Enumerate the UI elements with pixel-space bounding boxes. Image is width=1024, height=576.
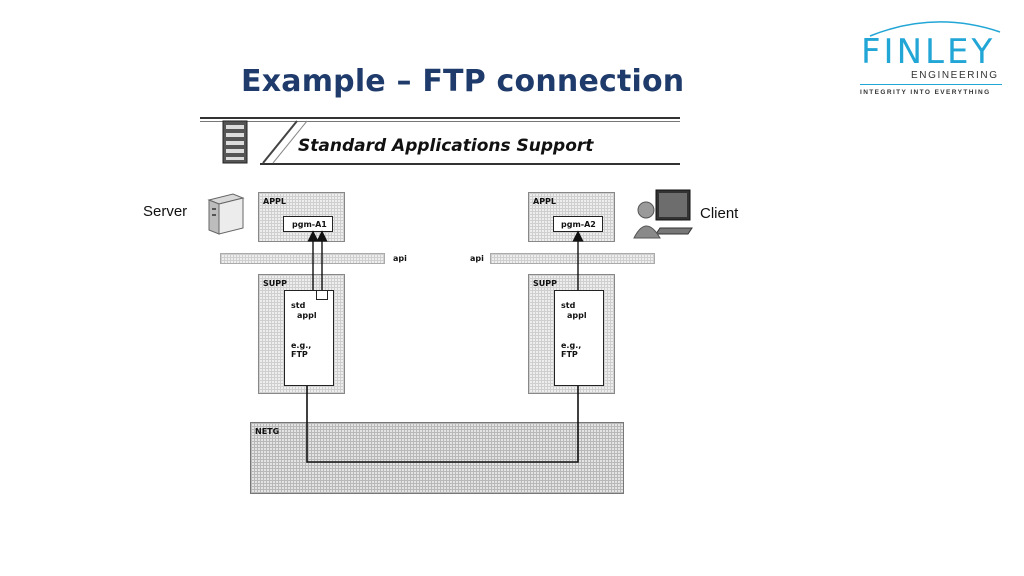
left-std-label: std bbox=[291, 301, 306, 310]
right-ftp-app-box: std appl e.g., FTP bbox=[554, 290, 604, 386]
left-program-label: pgm-A1 bbox=[292, 220, 327, 229]
right-appl-label: APPL bbox=[533, 197, 557, 206]
right-ftp-label: FTP bbox=[561, 350, 578, 359]
left-ftp-app-box: std appl e.g., FTP bbox=[284, 290, 334, 386]
logo-divider bbox=[860, 84, 1002, 85]
server-tower-icon bbox=[207, 193, 245, 235]
left-api-layer bbox=[220, 253, 385, 264]
logo-arc-icon bbox=[869, 21, 1001, 37]
ftp-connection-path bbox=[306, 230, 584, 463]
banner-top-rule bbox=[200, 117, 680, 119]
banner-top-rule-2 bbox=[200, 121, 680, 122]
banner-bottom-rule bbox=[260, 163, 680, 165]
right-std-label: std bbox=[561, 301, 576, 310]
banner-slash-icon bbox=[262, 120, 308, 164]
client-label: Client bbox=[700, 205, 739, 222]
left-eg-label: e.g., bbox=[291, 341, 312, 350]
server-rack-icon bbox=[222, 120, 248, 164]
banner-title: Standard Applications Support bbox=[298, 136, 594, 156]
right-appl-small-label: appl bbox=[567, 311, 587, 320]
right-eg-label: e.g., bbox=[561, 341, 582, 350]
right-api-label: api bbox=[470, 254, 484, 263]
left-socket-box bbox=[316, 290, 328, 300]
left-appl-small-label: appl bbox=[297, 311, 317, 320]
right-supp-label: SUPP bbox=[533, 279, 557, 288]
slide-title: Example – FTP connection bbox=[241, 64, 685, 99]
logo-tagline: INTEGRITY INTO EVERYTHING bbox=[860, 89, 991, 96]
server-label: Server bbox=[143, 203, 188, 220]
right-program-label: pgm-A2 bbox=[561, 220, 596, 229]
network-layer: NETG bbox=[250, 422, 624, 494]
left-ftp-label: FTP bbox=[291, 350, 308, 359]
finley-logo: FINLEY ENGINEERING INTEGRITY INTO EVERYT… bbox=[855, 18, 1005, 102]
left-appl-label: APPL bbox=[263, 197, 287, 206]
desktop-user-icon bbox=[633, 189, 693, 239]
logo-engineering: ENGINEERING bbox=[911, 70, 999, 81]
left-supp-label: SUPP bbox=[263, 279, 287, 288]
right-api-layer bbox=[490, 253, 655, 264]
left-api-label: api bbox=[393, 254, 407, 263]
logo-brand: FINLEY bbox=[861, 32, 996, 72]
network-label: NETG bbox=[255, 427, 280, 436]
